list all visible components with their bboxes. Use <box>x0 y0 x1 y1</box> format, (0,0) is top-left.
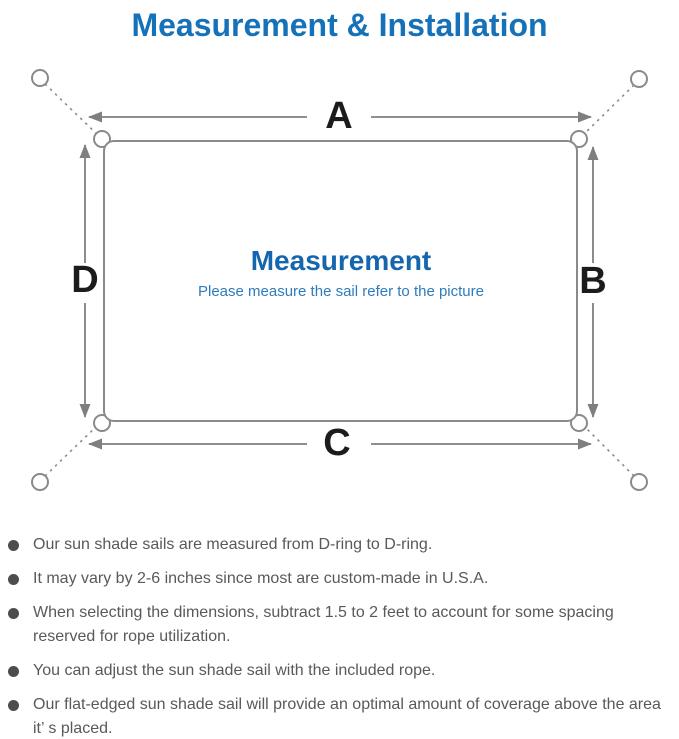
anchor-ring-icon-top-left <box>31 69 49 87</box>
note-text: When selecting the dimensions, subtract … <box>33 604 614 645</box>
sail-diagram-svg: A C D B Measurement Please measure the s… <box>31 69 648 491</box>
note-text: Our sun shade sails are measured from D-… <box>33 536 433 553</box>
note-item: It may vary by 2-6 inches since most are… <box>8 567 665 591</box>
bullet-dot-icon <box>8 608 19 619</box>
note-item: When selecting the dimensions, subtract … <box>8 601 665 649</box>
notes-list: Our sun shade sails are measured from D-… <box>0 533 679 739</box>
note-item: Our flat-edged sun shade sail will provi… <box>8 693 665 739</box>
sail-diagram: A C D B Measurement Please measure the s… <box>0 55 679 520</box>
corner-d-ring-icon-top-right <box>570 130 588 148</box>
sail-rectangle <box>103 140 578 422</box>
dimension-label-b: B <box>579 260 606 302</box>
rope-dashed-line-bottom-right <box>579 421 635 477</box>
dimension-label-a: A <box>325 95 352 137</box>
note-text: You can adjust the sun shade sail with t… <box>33 662 436 679</box>
diagram-center-subtitle: Please measure the sail refer to the pic… <box>198 283 484 300</box>
bullet-dot-icon <box>8 574 19 585</box>
corner-d-ring-icon-bottom-right <box>570 414 588 432</box>
page-title: Measurement & Installation <box>131 7 548 43</box>
note-text: It may vary by 2-6 inches since most are… <box>33 570 489 587</box>
bullet-dot-icon <box>8 700 19 711</box>
rope-dashed-line-top-left <box>44 83 102 139</box>
note-item: Our sun shade sails are measured from D-… <box>8 533 665 557</box>
dimension-label-d: D <box>71 259 98 301</box>
corner-d-ring-icon-top-left <box>93 130 111 148</box>
bullet-dot-icon <box>8 540 19 551</box>
bullet-dot-icon <box>8 666 19 677</box>
note-item: You can adjust the sun shade sail with t… <box>8 659 665 683</box>
corner-d-ring-icon-bottom-left <box>93 414 111 432</box>
dimension-label-c: C <box>323 422 350 464</box>
rope-dashed-line-bottom-left <box>44 421 102 477</box>
rope-dashed-line-top-right <box>579 84 635 139</box>
note-text: Our flat-edged sun shade sail will provi… <box>33 696 661 737</box>
diagram-center-title: Measurement <box>251 245 432 276</box>
anchor-ring-icon-bottom-left <box>31 473 49 491</box>
anchor-ring-icon-bottom-right <box>630 473 648 491</box>
anchor-ring-icon-top-right <box>630 70 648 88</box>
